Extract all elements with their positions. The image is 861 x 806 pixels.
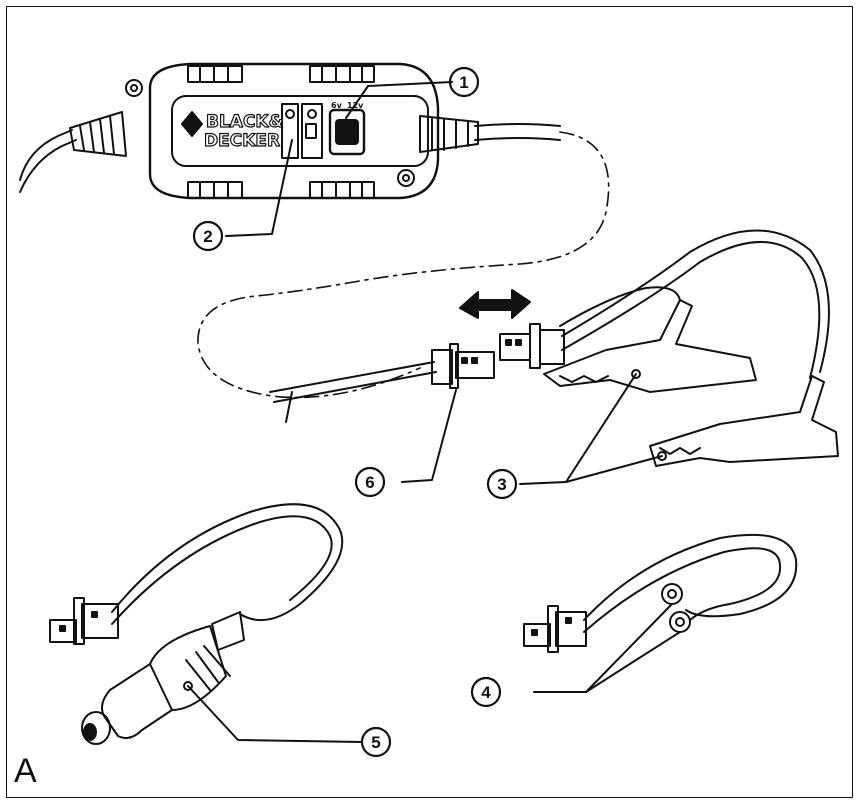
left-strain-relief (70, 112, 126, 156)
dashed-cable-loop (198, 132, 609, 397)
figure-letter: A (14, 752, 37, 791)
callout-label-3: 3 (497, 475, 506, 494)
callout-label-6: 6 (365, 473, 374, 492)
leader-5 (188, 686, 362, 742)
callout-label-2: 2 (203, 227, 212, 246)
callout-label-5: 5 (371, 733, 380, 752)
cigarette-lighter-adapter (50, 504, 342, 744)
callout-label-4: 4 (481, 683, 491, 702)
double-arrow-icon (460, 290, 530, 318)
brand-line1: BLACK& (206, 112, 284, 132)
clamp-lead-assembly (270, 230, 838, 466)
callout-badges (194, 68, 516, 756)
ring-terminal-lead (524, 535, 796, 652)
leader-4b (586, 632, 680, 692)
leader-6 (402, 390, 456, 482)
callout-label-1: 1 (459, 73, 468, 92)
brand-line2: DECKER (204, 131, 280, 151)
switch-label-left: 6v (331, 101, 343, 110)
charger-unit (20, 64, 560, 198)
